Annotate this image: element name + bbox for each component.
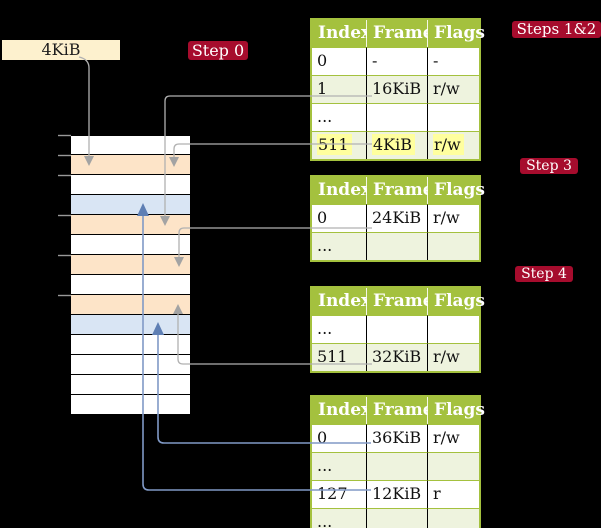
table-cell bbox=[428, 232, 479, 260]
table-cell: r/w bbox=[428, 424, 479, 452]
memory-frame-row bbox=[71, 155, 190, 175]
table-cell bbox=[428, 452, 479, 480]
table-cell: 511 bbox=[312, 131, 367, 159]
memory-frame-row bbox=[71, 355, 190, 375]
column-header-frame: Frame bbox=[367, 20, 434, 47]
memory-frame-row bbox=[71, 175, 190, 195]
memory-frame-row bbox=[71, 315, 190, 335]
badge-steps-1-2: Steps 1&2 bbox=[512, 21, 601, 38]
table-cell bbox=[367, 232, 428, 260]
table-cell bbox=[367, 103, 428, 131]
table-cell bbox=[367, 508, 428, 528]
column-header-frame: Frame bbox=[367, 177, 434, 204]
column-header-flags: Flags bbox=[428, 20, 485, 47]
table-cell: ... bbox=[312, 315, 367, 343]
table-cell: r/w bbox=[428, 131, 479, 159]
memory-frame-row bbox=[71, 255, 190, 275]
table-cell: 36KiB bbox=[367, 424, 428, 452]
table-cell bbox=[367, 315, 428, 343]
table-cell: - bbox=[428, 47, 479, 75]
table-cell: 0 bbox=[312, 204, 367, 232]
column-header-flags: Flags bbox=[428, 397, 485, 424]
table-cell: ... bbox=[312, 508, 367, 528]
table-cell: r/w bbox=[428, 75, 479, 103]
badge-step-0: Step 0 bbox=[188, 41, 248, 60]
highlighted-value: 511 bbox=[317, 134, 352, 155]
table-cell bbox=[428, 103, 479, 131]
column-header-flags: Flags bbox=[428, 177, 485, 204]
memory-frame-row bbox=[71, 295, 190, 315]
table-cell: 24KiB bbox=[367, 204, 428, 232]
column-header-index: Index bbox=[312, 288, 371, 315]
physical-memory bbox=[71, 135, 190, 415]
table-cell: 0 bbox=[312, 424, 367, 452]
table-cell: r/w bbox=[428, 204, 479, 232]
table-cell: 127 bbox=[312, 480, 367, 508]
column-header-flags: Flags bbox=[428, 288, 485, 315]
table-cell: r/w bbox=[428, 343, 479, 371]
table-cell: 12KiB bbox=[367, 480, 428, 508]
table-cell: 4KiB bbox=[367, 131, 428, 159]
table-cell: 32KiB bbox=[367, 343, 428, 371]
table-cell: ... bbox=[312, 103, 367, 131]
table-cell: 16KiB bbox=[367, 75, 428, 103]
table-cell: 511 bbox=[312, 343, 367, 371]
column-header-index: Index bbox=[312, 397, 371, 424]
badge-step-4: Step 4 bbox=[515, 266, 573, 282]
memory-frame-row bbox=[71, 375, 190, 395]
column-header-frame: Frame bbox=[367, 288, 434, 315]
table-cell bbox=[367, 452, 428, 480]
memory-frame-row bbox=[71, 235, 190, 255]
table-cell: ... bbox=[312, 452, 367, 480]
highlighted-value: 4KiB bbox=[372, 134, 416, 155]
frame-size-label: 4KiB bbox=[2, 40, 120, 60]
column-header-frame: Frame bbox=[367, 397, 434, 424]
column-header-index: Index bbox=[312, 177, 371, 204]
table-cell: ... bbox=[312, 232, 367, 260]
highlighted-value: r/w bbox=[433, 134, 464, 155]
memory-frame-row bbox=[71, 135, 190, 155]
table-cell: 0 bbox=[312, 47, 367, 75]
memory-frame-row bbox=[71, 195, 190, 215]
table-cell bbox=[428, 508, 479, 528]
badge-step-3: Step 3 bbox=[520, 158, 578, 174]
table-cell: - bbox=[367, 47, 428, 75]
memory-frame-row bbox=[71, 275, 190, 295]
table-cell bbox=[428, 315, 479, 343]
memory-ticks bbox=[58, 134, 71, 297]
table-cell: r bbox=[428, 480, 479, 508]
memory-frame-row bbox=[71, 395, 190, 415]
memory-frame-row bbox=[71, 335, 190, 355]
column-header-index: Index bbox=[312, 20, 371, 47]
memory-frame-row bbox=[71, 215, 190, 235]
table-cell: 1 bbox=[312, 75, 367, 103]
